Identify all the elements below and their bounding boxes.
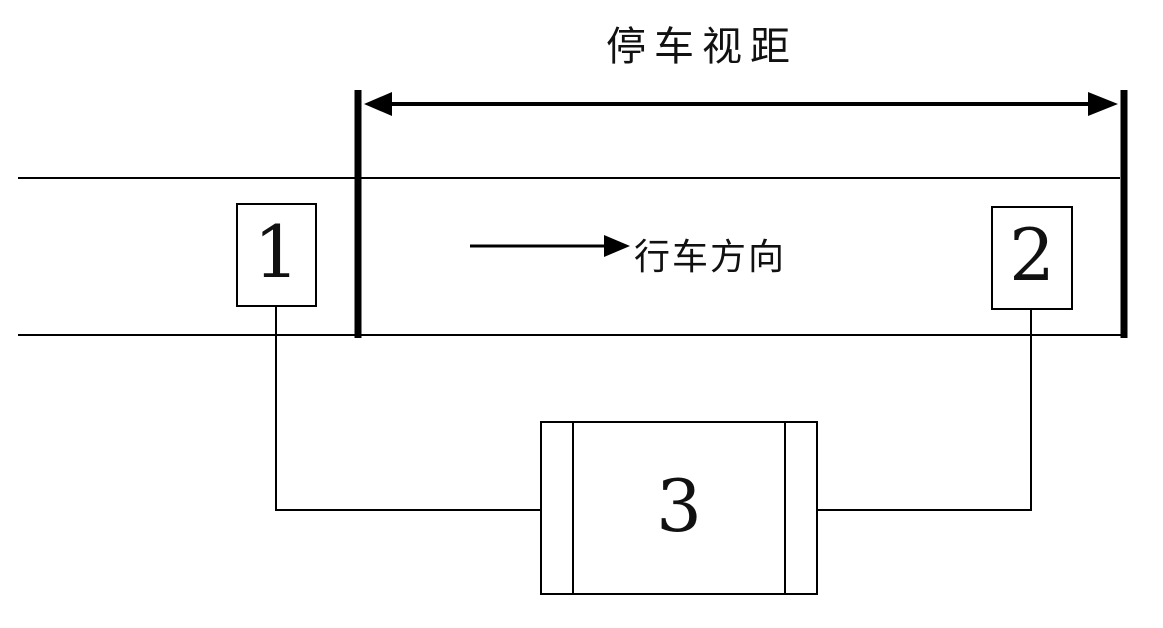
direction-label: 行车方向 (634, 228, 786, 280)
controller-label: 3 (573, 470, 785, 542)
diagram-title: 停车视距 (606, 14, 798, 72)
wire-sensor-2 (817, 309, 1031, 510)
dimension-arrow-left-icon (364, 92, 392, 116)
sensor-1-label: 1 (237, 216, 316, 288)
direction-arrow-head-icon (604, 235, 630, 257)
dimension-arrow-right-icon (1088, 92, 1118, 116)
sensor-2-label: 2 (992, 219, 1072, 291)
wire-sensor-1 (276, 306, 541, 510)
